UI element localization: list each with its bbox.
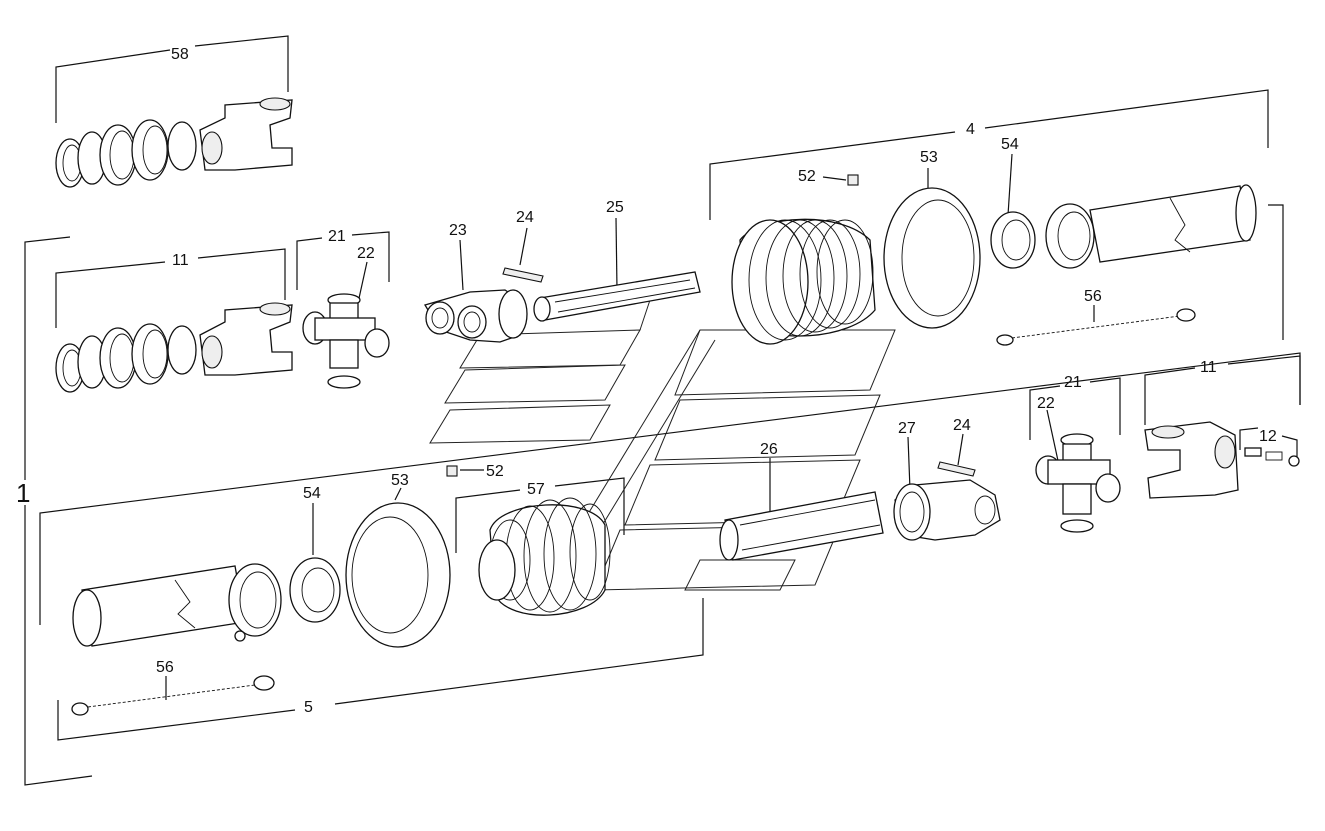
part-54-ring-bottom [289,557,341,623]
part-52-screw-top [847,174,859,186]
part-57-bellows [478,497,611,616]
label-23: 23 [449,222,467,239]
label-53-bottom: 53 [391,472,409,489]
part-23-yoke [424,289,528,343]
part-53-cover-bottom [345,502,451,648]
label-22-right: 22 [1037,395,1055,412]
part-54-ring-top [990,211,1036,269]
part-tube-top [1045,184,1257,269]
part-11-yoke-right [1144,421,1239,499]
label-5: 5 [304,699,313,716]
label-57: 57 [527,481,545,498]
part-58-joint [55,97,293,188]
part-21-cross-left [302,293,390,389]
label-54-top: 54 [1001,136,1019,153]
label-24-bottom: 24 [953,417,971,434]
label-56-bottom: 56 [156,659,174,676]
label-52-top: 52 [798,168,816,185]
part-56-chain-bottom [71,675,275,716]
label-24-top: 24 [516,209,534,226]
label-4: 4 [966,121,975,138]
part-27-yoke [893,479,1001,541]
part-56-chain-top [996,308,1196,346]
label-12: 12 [1259,428,1277,445]
part-labels: 58 4 53 54 52 21 22 11 23 24 25 56 1 21 … [16,46,1277,716]
label-56-top: 56 [1084,288,1102,305]
label-22-left: 22 [357,245,375,262]
part-11-joint-left [55,302,293,393]
part-tube-bottom [72,563,282,647]
label-25: 25 [606,199,624,216]
label-26: 26 [760,441,778,458]
part-24-pin [502,267,544,283]
part-21-cross-right [1035,433,1121,533]
part-12-bolt [1244,447,1300,467]
label-52-bottom: 52 [486,463,504,480]
label-21-left: 21 [328,228,346,245]
part-26-shaft [719,491,884,561]
label-21-right: 21 [1064,374,1082,391]
label-11-left: 11 [172,252,189,269]
label-27: 27 [898,420,916,437]
label-53-top: 53 [920,149,938,166]
label-58: 58 [171,46,189,63]
part-25-shaft [533,271,701,322]
part-24-pin-right [937,461,976,477]
part-53-bellows-top [731,187,981,345]
label-1: 1 [16,478,30,508]
part-52-screw-bottom [446,465,458,477]
label-54-bottom: 54 [303,485,321,502]
label-11-right: 11 [1200,359,1217,376]
